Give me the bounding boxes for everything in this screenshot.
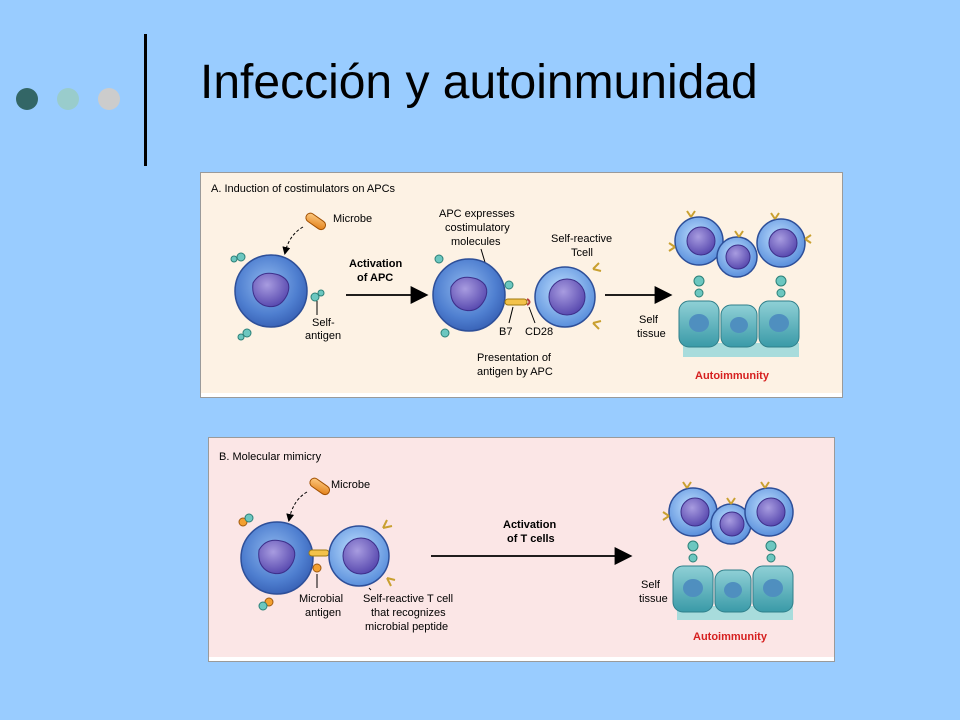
b7-pointer <box>508 306 514 324</box>
self-tissue-label-1: Self <box>639 314 659 326</box>
t-cell-cluster-icon-b <box>662 481 794 545</box>
activation-label-2: of APC <box>357 272 393 284</box>
microbial-antigen-label-1: Microbial <box>299 593 343 605</box>
self-reactive-t-cell-icon-b <box>328 519 396 587</box>
microbe-uptake-arrow-b <box>286 491 308 522</box>
activation-label-b-2: of T cells <box>507 533 555 545</box>
panel-a-heading: A. Induction of costimulators on APCs <box>211 183 396 195</box>
cd28-pointer <box>528 306 536 324</box>
self-reactive-label-b-1: Self-reactive T cell <box>363 593 453 605</box>
activation-label-1: Activation <box>349 258 402 270</box>
panel-a-bottom-edge <box>201 393 842 397</box>
decor-dot-light <box>98 88 120 110</box>
panel-costimulators: A. Induction of costimulators on APCs Mi… <box>200 172 843 398</box>
cd28-label: CD28 <box>525 326 553 338</box>
b7-molecule-icon <box>504 298 528 306</box>
self-reactive-label-1: Self-reactive <box>551 233 612 245</box>
apc-cell-icon <box>230 252 325 341</box>
self-antigen-label-1: Self- <box>312 317 335 329</box>
microbe-icon <box>305 212 327 231</box>
panel-a-diagram: A. Induction of costimulators on APCs Mi… <box>211 183 812 382</box>
presentation-label-2: antigen by APC <box>477 366 553 378</box>
activation-label-b-1: Activation <box>503 519 556 531</box>
apc-expresses-label-3: molecules <box>451 236 501 248</box>
self-tissue-icon <box>678 275 800 357</box>
self-reactive-label-2: Tcell <box>571 247 593 259</box>
self-tissue-label-2: tissue <box>637 328 666 340</box>
panel-molecular-mimicry: B. Molecular mimicry Microbe Microbial a… <box>208 437 835 662</box>
apc-cell-icon-b <box>238 513 314 611</box>
decor-dot-mid <box>57 88 79 110</box>
t-cell-pointer-b <box>368 587 372 591</box>
panel-b-diagram: B. Molecular mimicry Microbe Microbial a… <box>219 451 794 643</box>
microbe-uptake-arrow <box>282 226 304 255</box>
self-reactive-label-b-3: microbial peptide <box>365 621 448 633</box>
decor-dot-dark <box>16 88 38 110</box>
microbial-antigen-icon <box>312 563 322 573</box>
autoimmunity-label: Autoimmunity <box>695 370 770 382</box>
self-tissue-label-b-2: tissue <box>639 593 668 605</box>
microbe-icon-b <box>309 477 331 496</box>
microbe-label-b: Microbe <box>331 479 370 491</box>
b7-label: B7 <box>499 326 512 338</box>
apc-expresses-label-2: costimulatory <box>445 222 510 234</box>
self-reactive-label-b-2: that recognizes <box>371 607 446 619</box>
slide-title: Infección y autoinmunidad <box>200 56 758 109</box>
autoimmunity-label-b: Autoimmunity <box>693 631 768 643</box>
microbial-antigen-label-2: antigen <box>305 607 341 619</box>
self-tissue-label-b-1: Self <box>641 579 661 591</box>
activated-apc-icon <box>432 254 514 338</box>
title-divider <box>144 34 147 166</box>
panel-b-heading: B. Molecular mimicry <box>219 451 322 463</box>
cd28-receptor-icon <box>526 298 531 306</box>
apc-expresses-label-1: APC expresses <box>439 208 515 220</box>
microbe-label: Microbe <box>333 213 372 225</box>
self-tissue-icon-b <box>672 540 794 620</box>
b7-molecule-icon-b <box>308 549 330 557</box>
t-cell-cluster-icon <box>668 210 812 278</box>
self-reactive-t-cell-icon <box>534 262 602 330</box>
panel-b-bottom-edge <box>209 657 834 661</box>
presentation-label-1: Presentation of <box>477 352 552 364</box>
self-antigen-label-2: antigen <box>305 330 341 342</box>
